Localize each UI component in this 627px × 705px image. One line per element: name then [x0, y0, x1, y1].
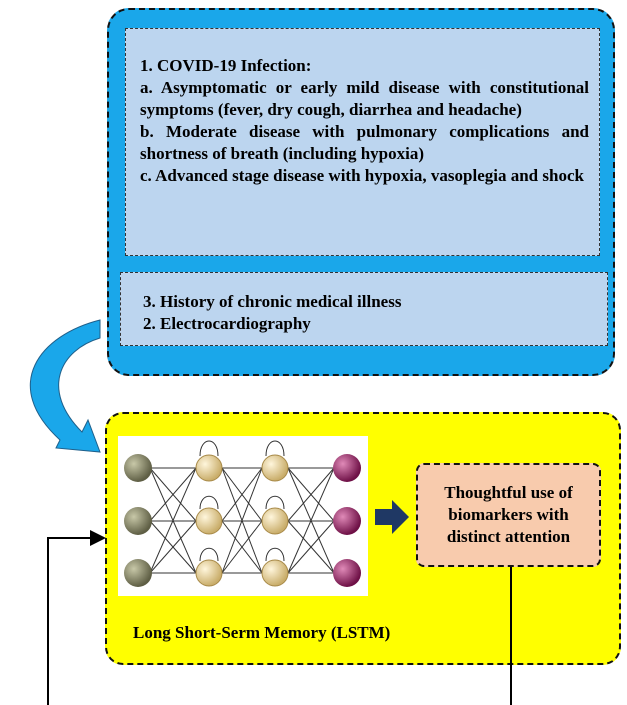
- biomarker-box: Thoughtful use of biomarkers with distin…: [416, 463, 601, 567]
- history-item: 3. History of chronic medical illness: [143, 292, 402, 311]
- output-nodes: [333, 454, 361, 587]
- hidden-nodes-layer1: [195, 454, 223, 587]
- infection-stage-c: c. Advanced stage disease with hypoxia, …: [140, 166, 584, 185]
- infection-stage-a: a. Asymptomatic or early mild disease wi…: [140, 78, 589, 119]
- biomarker-text: Thoughtful use of biomarkers with distin…: [444, 483, 573, 546]
- hidden-nodes-layer2: [261, 454, 289, 587]
- recurrent-loops: [199, 440, 285, 562]
- lstm-network-image: [118, 436, 368, 596]
- left-connector-line: [47, 530, 106, 705]
- curved-flow-arrow: [29, 319, 101, 453]
- input-nodes: [124, 454, 152, 587]
- history-box: 3. History of chronic medical illness 2.…: [120, 272, 608, 346]
- lstm-label: Long Short-Serm Memory (LSTM): [133, 623, 391, 642]
- to-biomarker-arrow: [375, 500, 409, 534]
- infection-stage-b: b. Moderate disease with pulmonary compl…: [140, 122, 589, 163]
- ecg-item: 2. Electrocardiography: [143, 314, 311, 333]
- infection-heading: 1. COVID-19 Infection:: [140, 56, 312, 75]
- network-connections: [149, 467, 335, 574]
- covid-infection-box: 1. COVID-19 Infection: a. Asymptomatic o…: [125, 28, 600, 256]
